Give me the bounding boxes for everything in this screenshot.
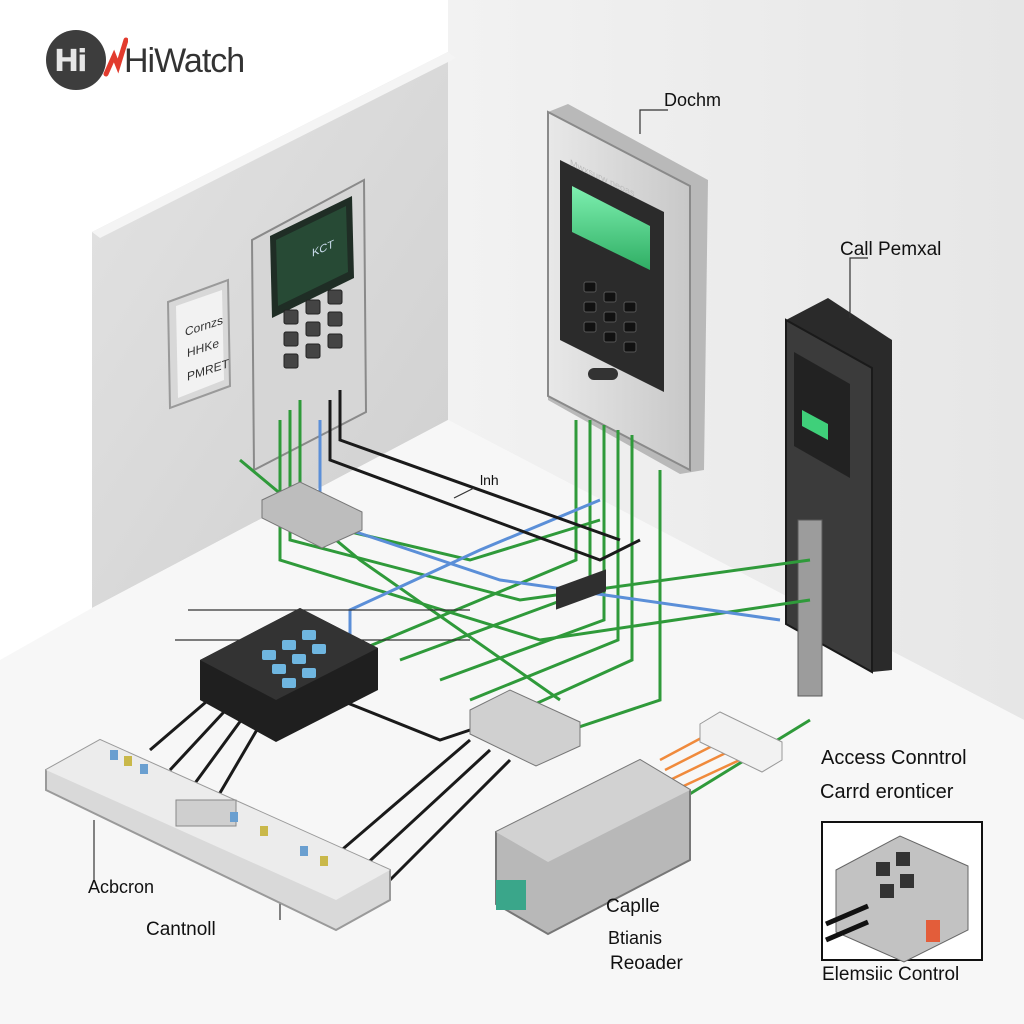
electronic-control-inset (821, 821, 983, 963)
wall-sign (166, 278, 232, 410)
logo-circle-icon (46, 30, 106, 90)
label-cantnoll: Cantnoll (146, 919, 216, 940)
call-panel (785, 298, 892, 697)
label-call-panel: Call Pemxal (840, 239, 942, 260)
label-btanis: Btianis (608, 928, 663, 948)
wall-keypad-module (250, 178, 368, 472)
left-wall-top (92, 52, 456, 238)
label-electronic-control: Elemsiic Control (822, 964, 960, 985)
brand-logo: Hi HiWatch (46, 30, 246, 92)
label-wire: lnh (480, 472, 499, 488)
junction-block-lower (469, 689, 581, 767)
label-access-control: Access Conntrol (821, 747, 967, 769)
label-caplle: Caplle (606, 896, 660, 917)
terminal-rail (45, 738, 391, 932)
central-controller (200, 608, 378, 742)
label-card-controller: Carrd eronticer (820, 781, 954, 803)
logo-swoosh-icon (103, 37, 128, 77)
junction-block-upper (261, 481, 363, 549)
label-reader: Reoader (610, 953, 683, 974)
top-access-device (547, 104, 708, 474)
label-acbcron: Acbcron (88, 877, 155, 897)
label-top-device: Dochm (664, 90, 722, 110)
card-reader-module (495, 569, 783, 936)
logo-text: HiWatch (124, 42, 245, 80)
